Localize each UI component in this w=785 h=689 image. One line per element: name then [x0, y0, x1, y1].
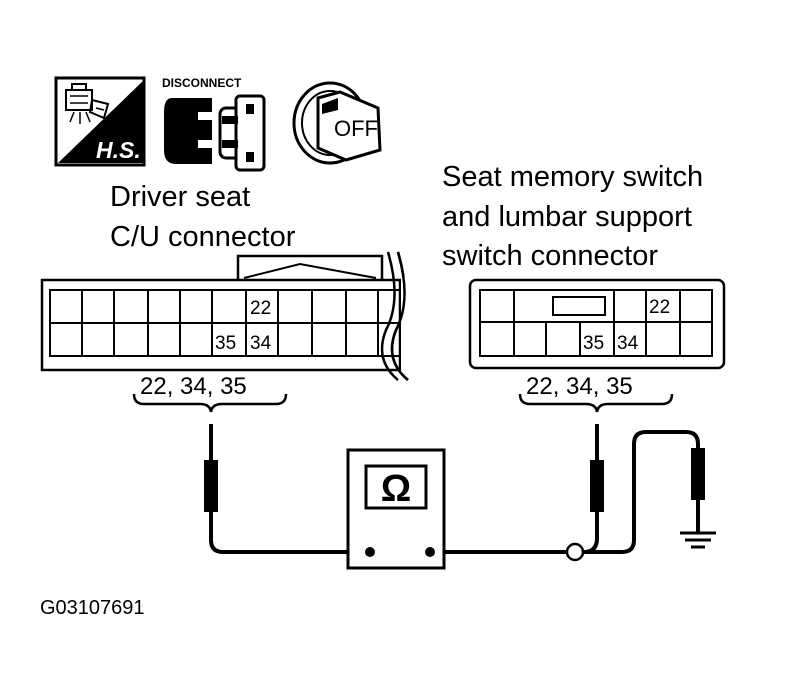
harness-service-label: H.S. — [96, 137, 141, 163]
ohm-symbol: Ω — [381, 468, 411, 510]
wire-junction — [565, 542, 585, 562]
ignition-off-label: OFF — [334, 116, 378, 141]
left-test-probe — [204, 424, 218, 532]
right-probe-brace — [518, 393, 674, 413]
right-probe-pins-label: 22, 34, 35 — [526, 373, 633, 400]
left-lead-wire — [209, 530, 370, 554]
harness-service-icon: H.S. — [54, 76, 146, 167]
driver-seat-cu-connector: 22 35 34 — [40, 251, 415, 381]
left-connector-title-line2: C/U connector — [110, 221, 296, 253]
left-probe-pins-label: 22, 34, 35 — [140, 373, 247, 400]
disconnect-label: DISCONNECT — [162, 76, 242, 90]
left-pin-35: 35 — [215, 333, 236, 354]
ground-lead-wire — [584, 430, 700, 554]
ignition-key-off-icon: OFF — [292, 81, 382, 165]
seat-memory-switch-connector: 22 35 34 — [468, 278, 726, 370]
disconnect-connector-icon: DISCONNECT — [162, 76, 266, 172]
right-pin-35: 35 — [583, 333, 604, 354]
figure-code: G03107691 — [40, 597, 145, 619]
left-probe-brace — [132, 393, 288, 413]
meter-terminal-right — [425, 547, 435, 557]
ground-symbol — [680, 531, 716, 549]
right-connector-title-line2: and lumbar support — [442, 201, 692, 233]
right-pin-34: 34 — [617, 333, 639, 354]
right-test-probe — [590, 424, 604, 532]
ohmmeter: Ω — [346, 448, 446, 570]
left-pin-34: 34 — [250, 333, 272, 354]
meter-terminal-left — [365, 547, 375, 557]
left-connector-title-line1: Driver seat — [110, 181, 250, 213]
ground-test-probe — [691, 448, 705, 532]
right-pin-22: 22 — [649, 297, 670, 318]
left-pin-22: 22 — [250, 298, 271, 319]
right-connector-title-line1: Seat memory switch — [442, 161, 703, 193]
right-connector-title-line3: switch connector — [442, 240, 658, 272]
